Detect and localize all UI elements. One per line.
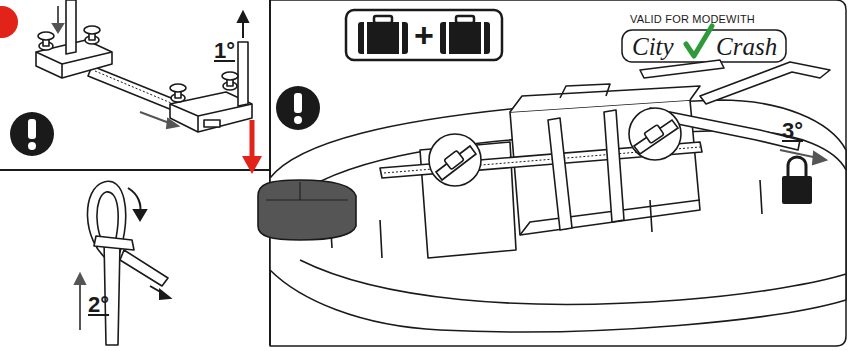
logo-word: Crash [716,34,777,59]
plus-sign: + [414,18,434,52]
step-number: 1° [214,40,235,62]
step-number: 2° [88,294,109,316]
logo-word: City [632,34,674,59]
validity-note: VALID FOR MODEWITH [630,14,755,25]
step-number: 3° [782,120,803,142]
